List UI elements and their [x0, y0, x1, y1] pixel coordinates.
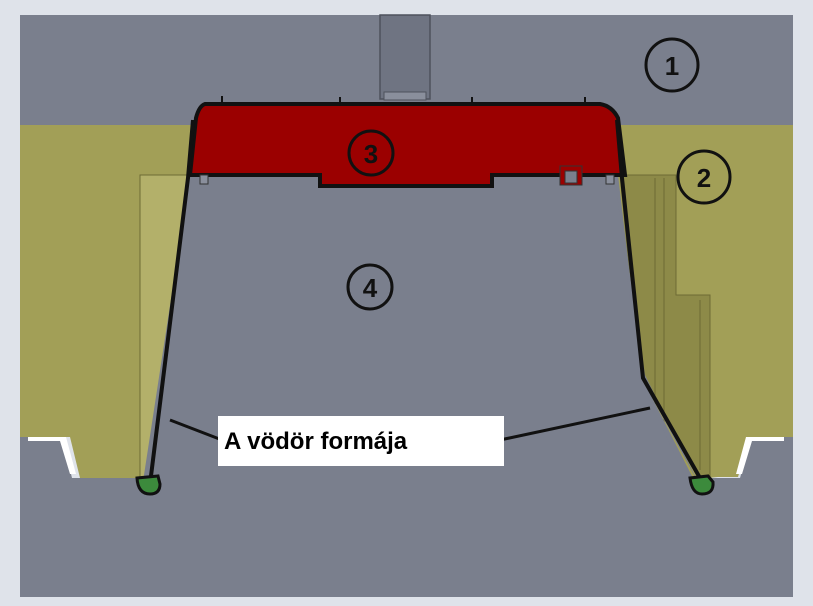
- core-fill: [152, 178, 690, 488]
- bucket-wall-left: [148, 119, 195, 485]
- piston-rod: [379, 14, 431, 100]
- lid-foot-right: [605, 174, 615, 185]
- caption-box: [218, 416, 504, 466]
- bucket-wall-right: [615, 119, 706, 486]
- part-3-label: 3: [364, 139, 378, 169]
- leader-line-right: [499, 406, 651, 442]
- part-2-label: 2: [697, 163, 711, 193]
- part-3-marker: 3: [347, 129, 395, 177]
- red-lid: [187, 102, 628, 188]
- part-1-marker: 1: [644, 37, 700, 93]
- piston-rod-base: [383, 91, 427, 101]
- caption-text: A vödör formája: [224, 428, 408, 455]
- part-1-label: 1: [665, 51, 679, 81]
- bucket-rim-left: [135, 474, 162, 496]
- bucket-rim-right: [688, 474, 715, 496]
- bottom-base: [20, 437, 793, 597]
- right-notch: [736, 437, 784, 474]
- leader-line-left: [169, 418, 223, 442]
- part-4-marker: 4: [346, 263, 394, 311]
- left-notch: [28, 437, 76, 474]
- part-2-marker: 2: [676, 149, 732, 205]
- part-4-label: 4: [363, 273, 378, 303]
- lid-foot-left: [199, 174, 209, 185]
- lid-clip-inner: [564, 170, 578, 184]
